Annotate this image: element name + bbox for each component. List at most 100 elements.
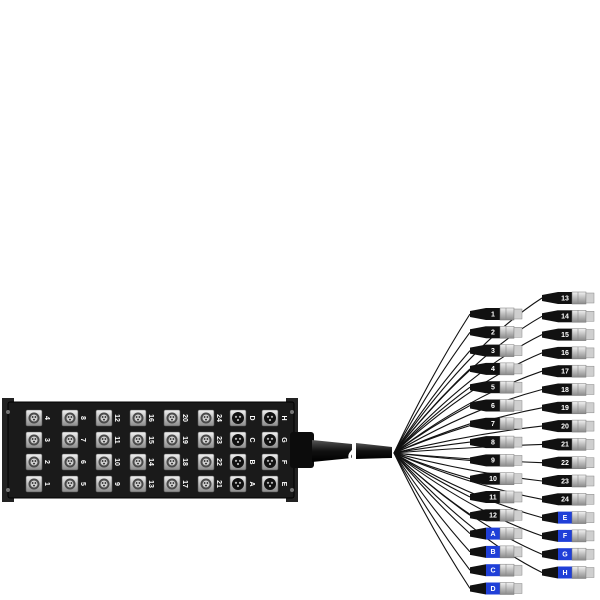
stagebox-input-number: 14	[147, 458, 154, 466]
input-tail-connector: 10	[470, 472, 523, 485]
cable-trunk-b	[356, 443, 392, 459]
input-tail-label: 18	[561, 387, 569, 394]
stagebox-input-number: 5	[79, 482, 86, 486]
input-tail-connector: 16	[542, 346, 595, 360]
input-tail-label: 7	[491, 421, 495, 428]
return-tail-connector: A	[470, 527, 523, 540]
stagebox-return-jack: F	[261, 453, 287, 471]
stagebox-input-number: 12	[113, 414, 120, 422]
input-tail-label: 13	[561, 295, 569, 302]
input-tail-label: 1	[491, 311, 495, 318]
stagebox-input-jack: 4	[25, 409, 50, 427]
stagebox-input-jack: 14	[129, 453, 154, 471]
multicore-cable	[290, 432, 392, 468]
return-tail-connector: D	[470, 582, 523, 595]
stagebox-input-jack: 3	[25, 431, 50, 449]
input-tail-connector: 22	[542, 456, 595, 469]
input-tail-label: 8	[491, 439, 495, 446]
stagebox-return-jack: C	[229, 431, 255, 449]
input-tail-connector: 21	[542, 438, 595, 451]
stagebox-input-jack: 16	[129, 409, 154, 427]
stagebox-input-jack: 21	[197, 475, 222, 493]
input-tail-label: 20	[561, 423, 569, 430]
stagebox-input-number: 8	[79, 416, 86, 420]
input-tail-connector: 6	[470, 399, 523, 412]
stagebox-connectors: 123456789101112131415161718192021222324A…	[25, 409, 287, 493]
stagebox-return-letter: H	[280, 415, 287, 420]
return-tail-label: C	[490, 568, 495, 575]
input-tail-label: 2	[491, 330, 495, 337]
input-tail-label: 10	[489, 476, 497, 483]
input-tail-label: 3	[491, 348, 495, 355]
input-tail-connector: 13	[542, 291, 595, 305]
return-tail-connector: F	[542, 529, 595, 543]
input-tail-connector: 23	[542, 474, 595, 488]
return-tail-connector: C	[470, 563, 523, 577]
input-tail-connector: 11	[470, 490, 523, 504]
stagebox-input-number: 9	[113, 482, 120, 486]
stagebox-input-number: 10	[113, 458, 120, 466]
return-tail-label: A	[490, 531, 495, 538]
stagebox-screw	[290, 488, 294, 492]
stagebox-screw	[6, 488, 10, 492]
stagebox-input-number: 6	[79, 460, 86, 464]
stagebox-return-jack: B	[229, 453, 255, 471]
input-tail-connector: 14	[542, 310, 595, 323]
stagebox-input-number: 16	[147, 414, 154, 422]
stagebox-input-jack: 1	[25, 475, 50, 493]
stagebox-input-number: 18	[181, 458, 188, 466]
cable-break-mark	[348, 438, 357, 466]
stagebox-return-letter: F	[280, 460, 287, 465]
stagebox-input-number: 17	[181, 480, 188, 488]
input-tail-connector: 19	[542, 401, 595, 415]
fanout-wires	[393, 297, 543, 589]
stagebox-input-jack: 18	[163, 453, 188, 471]
stagebox-input-jack: 9	[95, 475, 120, 493]
return-tail-label: B	[490, 549, 495, 556]
input-tail-connector: 20	[542, 419, 595, 433]
return-tail-label: F	[563, 533, 568, 540]
stagebox-input-jack: 12	[95, 409, 120, 427]
cable-trunk-a	[312, 440, 352, 462]
input-tail-label: 21	[561, 442, 569, 449]
input-tail-connector: 8	[470, 435, 523, 449]
return-tail-connector: H	[542, 566, 595, 579]
stagebox-input-jack: 13	[129, 475, 154, 493]
return-tail-label: G	[562, 552, 568, 559]
input-tail-connector: 9	[470, 454, 523, 467]
stagebox-input-number: 2	[43, 460, 50, 464]
input-tail-label: 24	[561, 497, 569, 504]
stagebox-return-letter: G	[280, 437, 287, 443]
stagebox-input-jack: 23	[197, 431, 222, 449]
stagebox-input-number: 23	[215, 436, 222, 444]
stagebox-return-letter: D	[248, 415, 255, 420]
stagebox-input-jack: 10	[95, 453, 120, 471]
stagebox-input-jack: 20	[163, 409, 188, 427]
stagebox-input-jack: 24	[197, 409, 222, 427]
stagebox-input-number: 13	[147, 480, 154, 488]
stagebox-return-letter: B	[248, 459, 255, 464]
stagebox-return-letter: C	[248, 437, 255, 442]
input-tail-connector: 1	[470, 307, 523, 321]
return-tail-connector: E	[542, 511, 595, 524]
stagebox-input-jack: 5	[61, 475, 86, 493]
stagebox-return-jack: A	[229, 475, 255, 493]
input-tail-label: 19	[561, 405, 569, 412]
input-tail-connector: 18	[542, 383, 595, 396]
input-tail-label: 15	[561, 332, 569, 339]
input-tail-label: 23	[561, 478, 569, 485]
stagebox-screw	[6, 410, 10, 414]
stagebox-input-number: 21	[215, 480, 222, 488]
input-tail-label: 12	[489, 513, 497, 520]
stagebox-input-jack: 6	[61, 453, 86, 471]
input-tail-connector: 24	[542, 493, 595, 506]
input-tail-label: 16	[561, 350, 569, 357]
input-tail-label: 17	[561, 369, 569, 376]
stagebox-return-letter: E	[280, 482, 287, 487]
stagebox-input-number: 20	[181, 414, 188, 422]
return-tail-connector: G	[542, 547, 595, 561]
stagebox-return-jack: G	[261, 431, 287, 449]
stagebox-input-number: 11	[113, 436, 120, 444]
input-tail-connector: 2	[470, 326, 523, 339]
cable-boot	[290, 432, 314, 468]
